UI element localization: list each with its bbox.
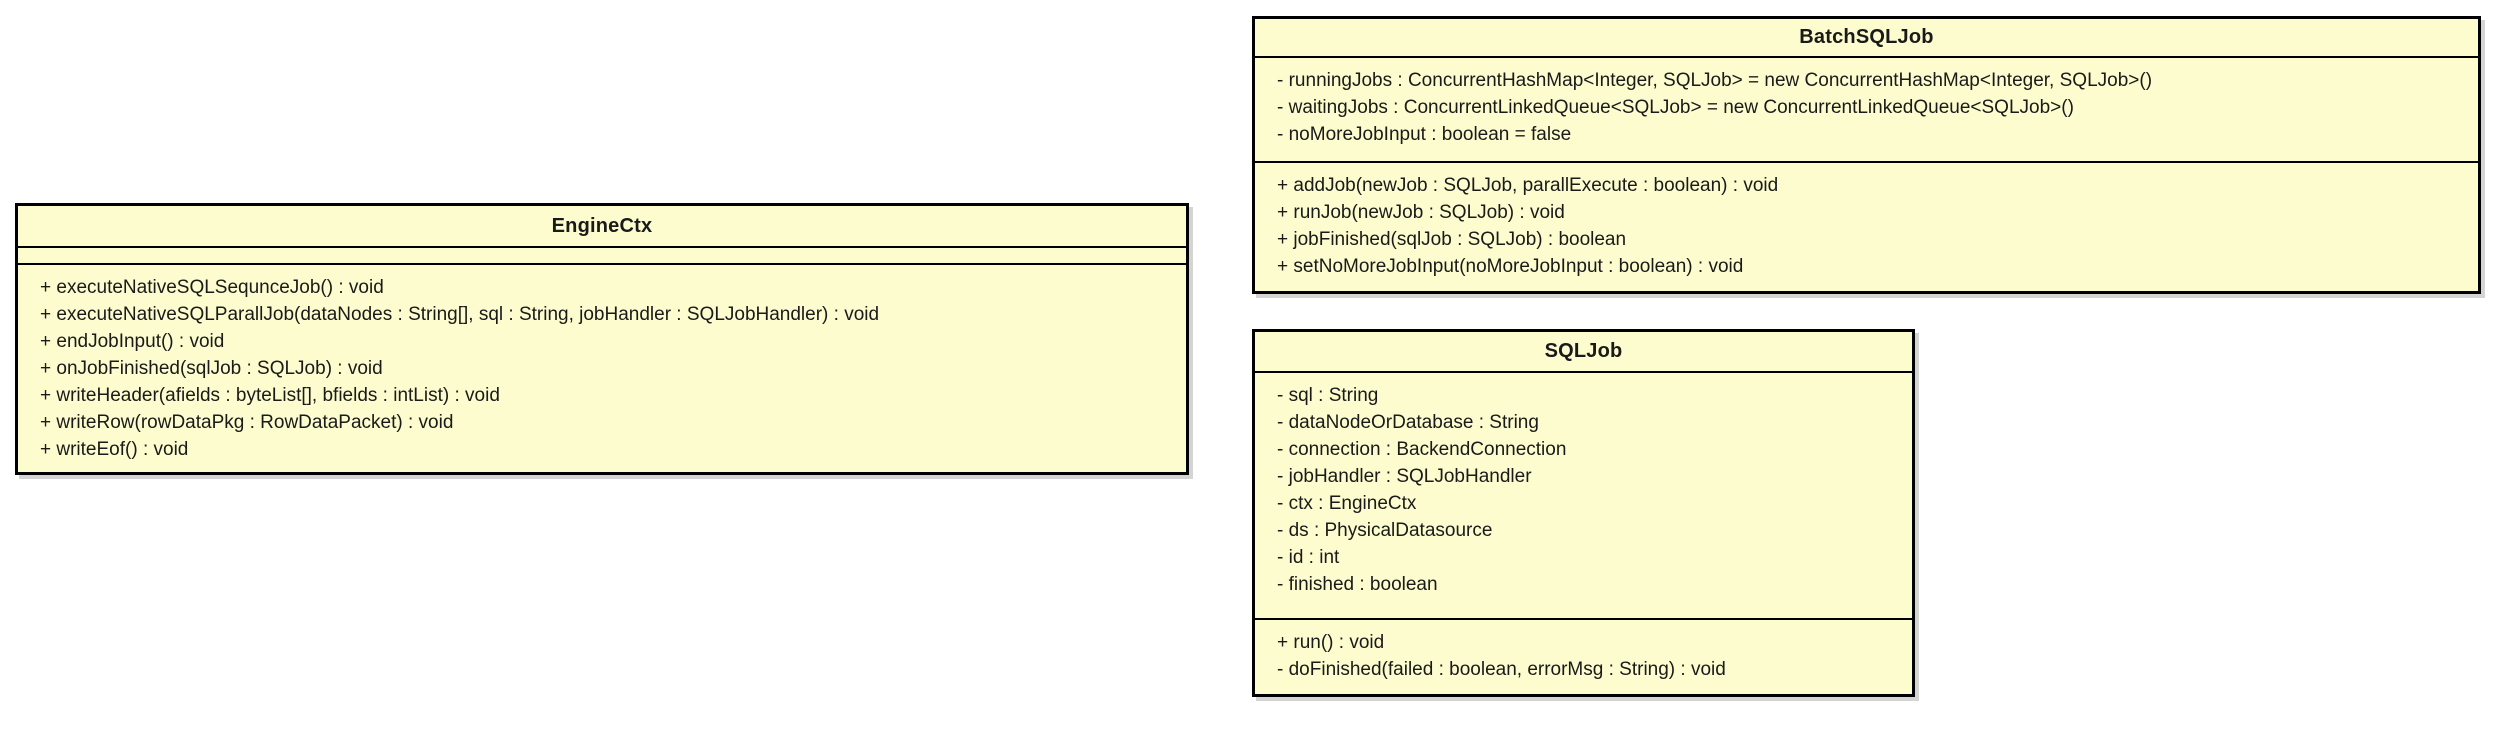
method-row: + jobFinished(sqlJob : SQLJob) : boolean	[1277, 229, 1627, 250]
class-box-sqljob[interactable]: SQLJob - sql : String - dataNodeOrDataba…	[1252, 329, 1915, 697]
attributes-compartment-enginectx	[18, 246, 1186, 263]
class-box-enginectx[interactable]: EngineCtx + executeNativeSQLSequnceJob()…	[15, 203, 1189, 475]
method-row: + runJob(newJob : SQLJob) : void	[1277, 202, 1565, 223]
attribute-row: - runningJobs : ConcurrentHashMap<Intege…	[1277, 70, 2153, 91]
attribute-row: - id : int	[1277, 547, 1340, 568]
methods-compartment-enginectx: + executeNativeSQLSequnceJob() : void + …	[18, 263, 1186, 472]
method-row: + executeNativeSQLParallJob(dataNodes : …	[40, 304, 880, 325]
method-row: + addJob(newJob : SQLJob, parallExecute …	[1277, 175, 1779, 196]
class-box-batchsqljob[interactable]: BatchSQLJob - runningJobs : ConcurrentHa…	[1252, 16, 2481, 294]
method-row: + writeEof() : void	[40, 439, 189, 460]
method-row: + executeNativeSQLSequnceJob() : void	[40, 277, 384, 298]
method-row: + run() : void	[1277, 632, 1385, 653]
attribute-row: - ctx : EngineCtx	[1277, 493, 1417, 514]
attribute-row: - finished : boolean	[1277, 574, 1438, 595]
method-row: + writeRow(rowDataPkg : RowDataPacket) :…	[40, 412, 454, 433]
attribute-row: - waitingJobs : ConcurrentLinkedQueue<SQ…	[1277, 97, 2074, 118]
methods-compartment-batchsqljob: + addJob(newJob : SQLJob, parallExecute …	[1255, 161, 2478, 291]
methods-compartment-sqljob: + run() : void - doFinished(failed : boo…	[1255, 618, 1912, 694]
method-row: + endJobInput() : void	[40, 331, 225, 352]
attribute-row: - dataNodeOrDatabase : String	[1277, 412, 1539, 433]
attribute-row: - noMoreJobInput : boolean = false	[1277, 124, 1572, 145]
attribute-row: - jobHandler : SQLJobHandler	[1277, 466, 1532, 487]
class-title-batchsqljob: BatchSQLJob	[1799, 26, 1934, 48]
method-row: - doFinished(failed : boolean, errorMsg …	[1277, 659, 1726, 680]
attributes-compartment-batchsqljob: - runningJobs : ConcurrentHashMap<Intege…	[1255, 56, 2478, 161]
method-row: + writeHeader(afields : byteList[], bfie…	[40, 385, 500, 406]
attribute-row: - ds : PhysicalDatasource	[1277, 520, 1493, 541]
class-title-sqljob: SQLJob	[1544, 340, 1623, 362]
method-row: + onJobFinished(sqlJob : SQLJob) : void	[40, 358, 383, 379]
attribute-row: - sql : String	[1277, 385, 1379, 406]
attribute-row: - connection : BackendConnection	[1277, 439, 1567, 460]
class-title-enginectx: EngineCtx	[551, 214, 653, 237]
attributes-compartment-sqljob: - sql : String - dataNodeOrDatabase : St…	[1255, 371, 1912, 618]
method-row: + setNoMoreJobInput(noMoreJobInput : boo…	[1277, 256, 1744, 277]
